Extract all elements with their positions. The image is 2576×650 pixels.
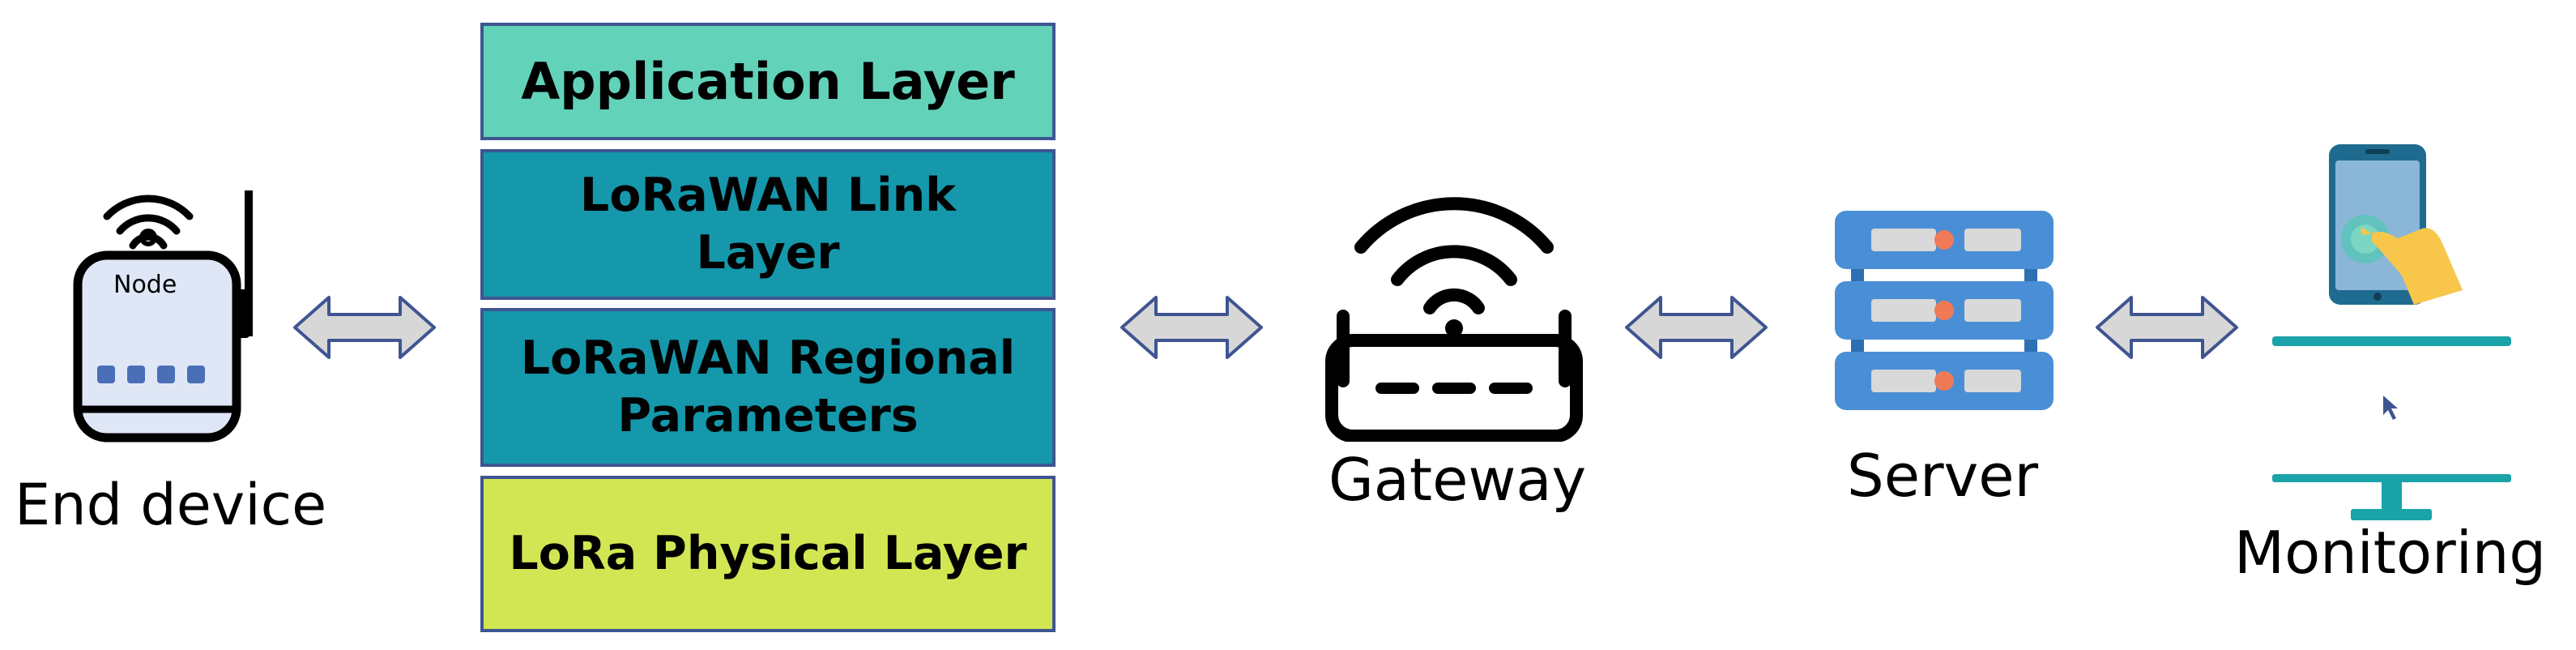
bidirectional-arrow-icon <box>1625 296 1768 359</box>
server-caption: Server <box>1847 442 2039 510</box>
lorawan-regional-parameters-label: LoRaWAN Regional Parameters <box>520 331 1016 443</box>
node-label: Node <box>113 271 177 299</box>
end-device-icon <box>73 190 253 443</box>
wifi-signal-icon <box>103 195 194 250</box>
cursor-icon <box>2383 396 2398 420</box>
lora-physical-layer-label: LoRa Physical Layer <box>509 526 1027 580</box>
hand-icon <box>2372 228 2463 305</box>
monitoring-caption: Monitoring <box>2234 519 2547 587</box>
end-device-caption: End device <box>15 472 327 538</box>
lorawan-link-layer: LoRaWAN Link Layer <box>480 149 1056 300</box>
application-layer: Application Layer <box>480 23 1056 140</box>
bidirectional-arrow-icon <box>2096 296 2238 359</box>
lora-physical-layer: LoRa Physical Layer <box>480 476 1056 632</box>
lorawan-link-layer-label: LoRaWAN Link Layer <box>579 168 957 280</box>
bidirectional-arrow-icon <box>293 296 436 359</box>
gateway-caption: Gateway <box>1329 446 1587 514</box>
bidirectional-arrow-icon <box>1120 296 1263 359</box>
antenna-icon <box>245 190 253 336</box>
router-icon <box>1325 197 1583 442</box>
lorawan-regional-parameters: LoRaWAN Regional Parameters <box>480 308 1056 467</box>
server-rack-icon <box>1835 211 2054 410</box>
application-layer-label: Application Layer <box>521 51 1015 111</box>
monitor-icon <box>2272 336 2511 346</box>
phone-touch-monitor-icon <box>2272 144 2511 520</box>
